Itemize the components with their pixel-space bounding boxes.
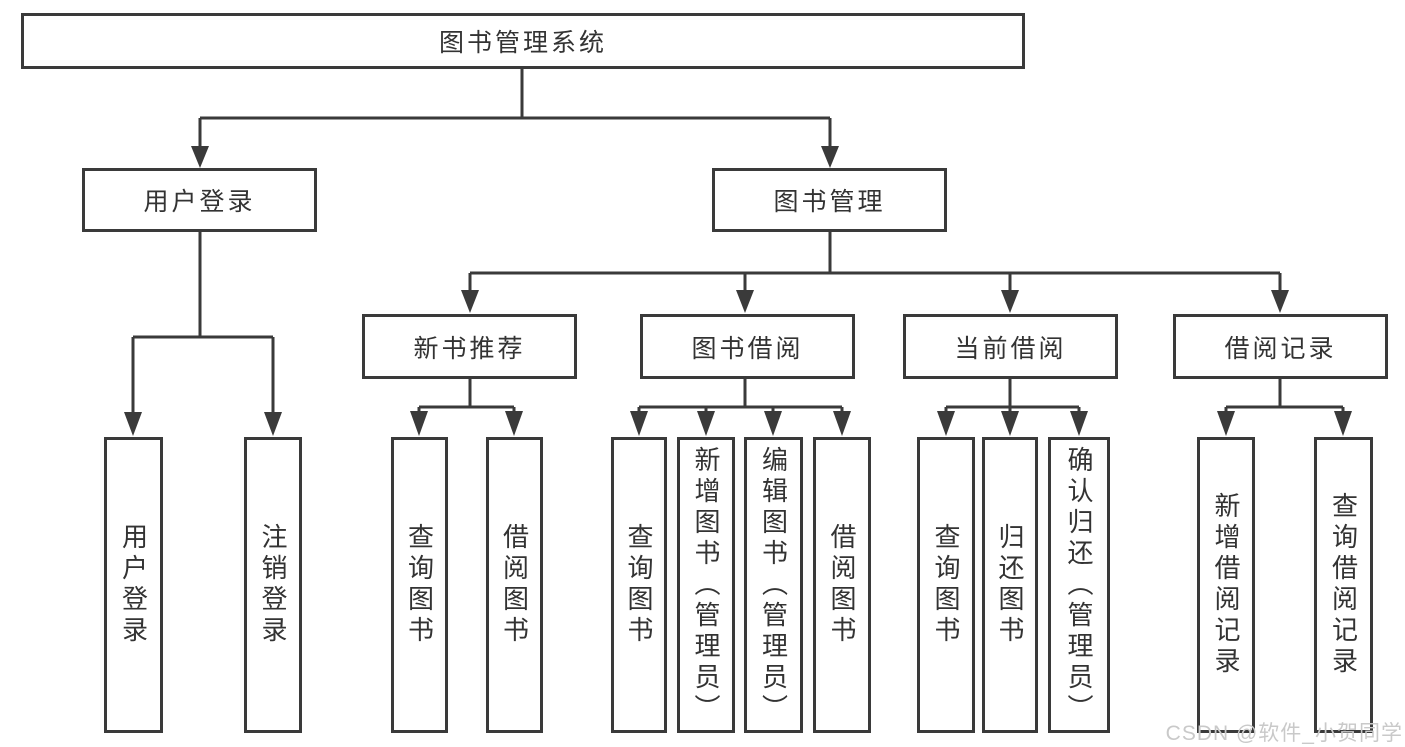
leaf-edit-book-admin: 编辑图书（管理员） xyxy=(744,437,803,733)
arrowheads-current-borrow-children xyxy=(937,411,1088,436)
arrowheads-level2 xyxy=(191,146,839,168)
connector-book-mgmt-to-level3 xyxy=(468,232,1282,291)
leaf-add-book-admin: 新增图书（管理员） xyxy=(677,437,735,733)
connector-book-borrow-children xyxy=(637,379,844,412)
leaf-query-borrow-record: 查询借阅记录 xyxy=(1314,437,1373,733)
node-user-login: 用户登录 xyxy=(82,168,317,232)
arrowheads-book-borrow-children xyxy=(630,411,851,436)
leaf-borrow-book-recommend: 借阅图书 xyxy=(486,437,543,733)
leaf-add-borrow-record: 新增借阅记录 xyxy=(1197,437,1255,733)
leaf-query-book-current: 查询图书 xyxy=(917,437,975,733)
arrowheads-user-login-children xyxy=(124,412,282,436)
node-current-borrow: 当前借阅 xyxy=(903,314,1118,379)
leaf-confirm-return-admin: 确认归还（管理员） xyxy=(1048,437,1110,733)
node-borrow-records: 借阅记录 xyxy=(1173,314,1388,379)
node-book-management: 图书管理 xyxy=(712,168,947,232)
connector-root-to-level2 xyxy=(198,69,832,147)
arrowheads-level3 xyxy=(461,290,1289,313)
connector-current-borrow-children xyxy=(944,379,1081,412)
leaf-query-book-borrow: 查询图书 xyxy=(611,437,667,733)
connector-user-login-children xyxy=(131,232,275,413)
leaf-user-login: 用户登录 xyxy=(104,437,163,733)
arrowheads-new-book-children xyxy=(410,411,523,436)
connector-borrow-record-children xyxy=(1224,379,1345,412)
leaf-return-book: 归还图书 xyxy=(982,437,1038,733)
arrowheads-borrow-record-children xyxy=(1217,411,1352,436)
node-new-book-recommend: 新书推荐 xyxy=(362,314,577,379)
leaf-logout: 注销登录 xyxy=(244,437,302,733)
node-root-system: 图书管理系统 xyxy=(21,13,1025,69)
connector-new-book-children xyxy=(417,379,516,412)
node-book-borrow: 图书借阅 xyxy=(640,314,855,379)
leaf-borrow-book: 借阅图书 xyxy=(813,437,871,733)
leaf-query-book-recommend: 查询图书 xyxy=(391,437,448,733)
